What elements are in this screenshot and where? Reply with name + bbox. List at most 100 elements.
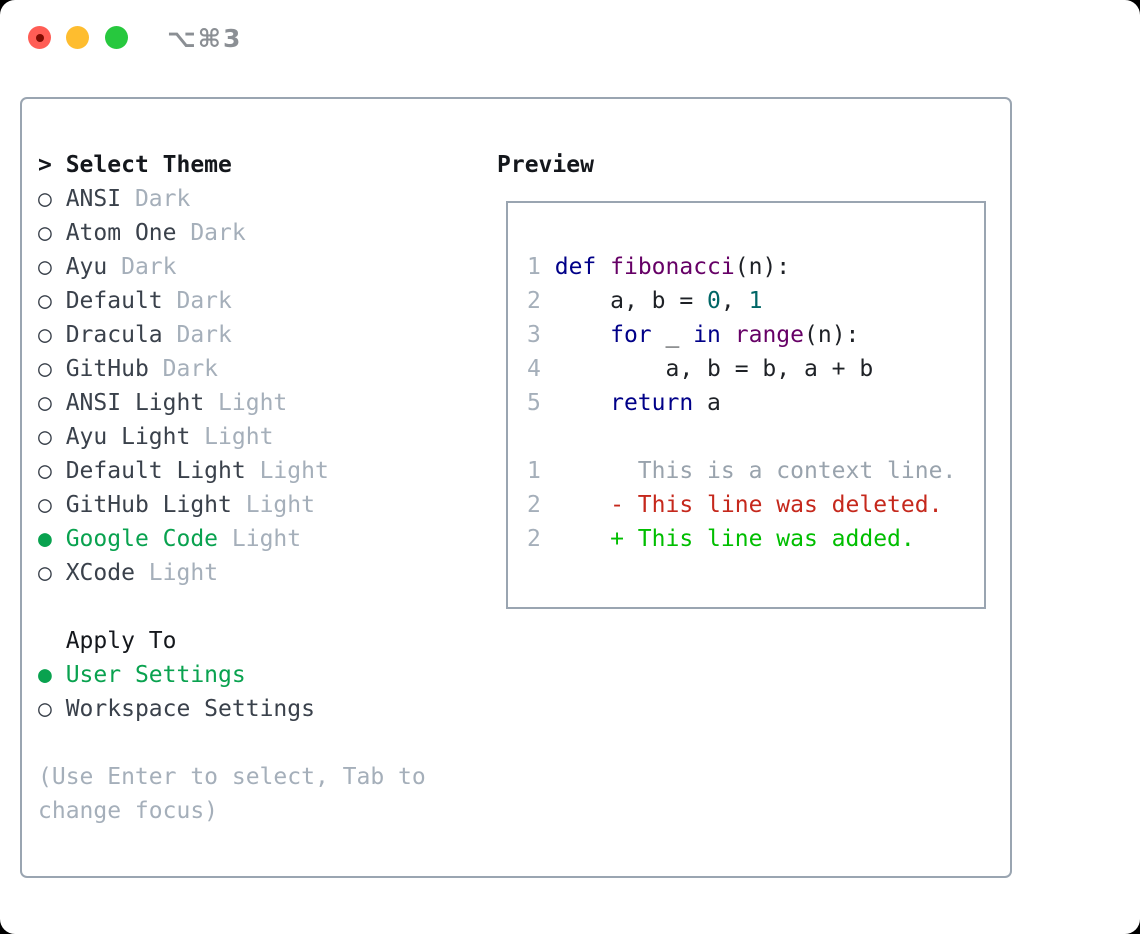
zoom-button[interactable] bbox=[105, 26, 128, 49]
code-token bbox=[596, 254, 610, 280]
theme-option-ansi-light[interactable]: ○ ANSI Light Light bbox=[38, 386, 426, 420]
spacer-row bbox=[38, 590, 426, 624]
diff-line-deleted: 2 - This line was deleted. bbox=[527, 488, 984, 522]
diff-line-added: 2 + This line was added. bbox=[527, 522, 984, 556]
code-token bbox=[541, 390, 610, 416]
diff-text: This is a context line. bbox=[540, 458, 957, 484]
spacer-line bbox=[527, 420, 984, 454]
theme-name: Ayu bbox=[65, 254, 108, 280]
code-line: 3 for _ in range(n): bbox=[527, 318, 984, 352]
theme-name: XCode bbox=[65, 560, 135, 586]
code-line: 2 a, b = 0, 1 bbox=[527, 284, 984, 318]
theme-variant-badge: Light bbox=[204, 390, 288, 416]
theme-variant-badge: Dark bbox=[162, 322, 232, 348]
theme-option-github[interactable]: ○ GitHub Dark bbox=[38, 352, 426, 386]
apply-option-workspace-settings[interactable]: ○ Workspace Settings bbox=[38, 692, 426, 726]
radio-icon: ○ bbox=[38, 696, 66, 722]
code-token-lit: 1 bbox=[748, 288, 763, 314]
theme-name: ANSI Light bbox=[65, 390, 205, 416]
preview-title: Preview bbox=[497, 152, 594, 178]
diff-text: + This line was added. bbox=[540, 526, 915, 552]
radio-icon: ○ bbox=[38, 560, 66, 586]
close-button[interactable] bbox=[28, 26, 51, 49]
content-panel: > Select Theme○ ANSI Dark○ Atom One Dark… bbox=[20, 97, 1012, 878]
code-token-kw: in bbox=[693, 322, 721, 348]
theme-option-ayu-light[interactable]: ○ Ayu Light Light bbox=[38, 420, 426, 454]
window-shortcut-label: ⌥⌘3 bbox=[167, 24, 243, 53]
code-token: a, b = bbox=[540, 288, 708, 314]
help-text-line-2: change focus) bbox=[38, 798, 219, 824]
code-token: , bbox=[720, 288, 749, 314]
theme-variant-badge: Light bbox=[231, 492, 315, 518]
theme-variant-badge: Light bbox=[245, 458, 329, 484]
radio-icon: ○ bbox=[38, 186, 66, 212]
code-token bbox=[541, 254, 555, 280]
code-line: 1 def fibonacci(n): bbox=[527, 250, 984, 284]
code-token-fn: fibonacci bbox=[610, 254, 735, 280]
code-token: (n): bbox=[734, 254, 791, 280]
radio-icon: ○ bbox=[38, 322, 66, 348]
code-token: _ bbox=[651, 322, 694, 348]
code-token-kw: return bbox=[610, 390, 694, 416]
theme-name: Dracula bbox=[65, 322, 163, 348]
theme-variant-badge: Light bbox=[134, 560, 219, 586]
diff-line-context: 1 This is a context line. bbox=[527, 454, 984, 488]
radio-selected-icon: ● bbox=[38, 662, 66, 688]
titlebar: ⌥⌘3 bbox=[0, 0, 1140, 74]
code-token: a bbox=[693, 390, 721, 416]
theme-option-google-code[interactable]: ● Google Code Light bbox=[38, 522, 426, 556]
line-number: 2 bbox=[527, 492, 541, 518]
line-number: 2 bbox=[527, 526, 541, 552]
theme-variant-badge: Light bbox=[218, 526, 302, 552]
code-token-kw: for bbox=[610, 322, 652, 348]
theme-option-default-light[interactable]: ○ Default Light Light bbox=[38, 454, 426, 488]
theme-name: Ayu Light bbox=[65, 424, 191, 450]
theme-name: Google Code bbox=[65, 526, 219, 552]
code-line: 4 a, b = b, a + b bbox=[527, 352, 984, 386]
theme-variant-badge: Dark bbox=[162, 288, 232, 314]
line-number: 5 bbox=[527, 390, 541, 416]
line-number: 2 bbox=[527, 288, 541, 314]
code-token bbox=[541, 322, 610, 348]
radio-icon: ○ bbox=[38, 390, 66, 416]
theme-list-header: > Select Theme bbox=[38, 148, 426, 182]
apply-option-user-settings[interactable]: ● User Settings bbox=[38, 658, 426, 692]
theme-option-github-light[interactable]: ○ GitHub Light Light bbox=[38, 488, 426, 522]
close-button-dot-icon bbox=[35, 33, 44, 42]
code-token-fn: range bbox=[734, 322, 805, 348]
radio-icon: ○ bbox=[38, 356, 66, 382]
theme-option-dracula[interactable]: ○ Dracula Dark bbox=[38, 318, 426, 352]
code-token: (n): bbox=[804, 322, 860, 348]
code-token bbox=[721, 322, 735, 348]
apply-option-label: Workspace Settings bbox=[65, 696, 315, 722]
theme-variant-badge: Dark bbox=[107, 254, 177, 280]
theme-name: Default Light bbox=[65, 458, 246, 484]
radio-icon: ○ bbox=[38, 424, 66, 450]
radio-icon: ○ bbox=[38, 220, 66, 246]
theme-option-atom-one[interactable]: ○ Atom One Dark bbox=[38, 216, 426, 250]
code-line: 5 return a bbox=[527, 386, 984, 420]
theme-name: Default bbox=[65, 288, 163, 314]
theme-name: GitHub bbox=[65, 356, 149, 382]
theme-option-default[interactable]: ○ Default Dark bbox=[38, 284, 426, 318]
theme-option-ansi[interactable]: ○ ANSI Dark bbox=[38, 182, 426, 216]
code-token: a, b = b, a + b bbox=[540, 356, 874, 382]
radio-icon: ○ bbox=[38, 254, 66, 280]
radio-icon: ○ bbox=[38, 458, 66, 484]
code-token-lit: 0 bbox=[707, 288, 721, 314]
theme-list-title: Select Theme bbox=[65, 152, 232, 178]
apply-option-label: User Settings bbox=[65, 662, 246, 688]
theme-variant-badge: Light bbox=[190, 424, 274, 450]
theme-option-ayu[interactable]: ○ Ayu Dark bbox=[38, 250, 426, 284]
apply-to-title: Apply To bbox=[38, 628, 177, 654]
theme-variant-badge: Dark bbox=[148, 356, 219, 382]
theme-option-xcode[interactable]: ○ XCode Light bbox=[38, 556, 426, 590]
line-number: 3 bbox=[527, 322, 541, 348]
minimize-button[interactable] bbox=[66, 26, 89, 49]
radio-selected-icon: ● bbox=[38, 526, 66, 552]
spacer-row bbox=[38, 726, 426, 760]
theme-variant-badge: Dark bbox=[121, 186, 191, 212]
